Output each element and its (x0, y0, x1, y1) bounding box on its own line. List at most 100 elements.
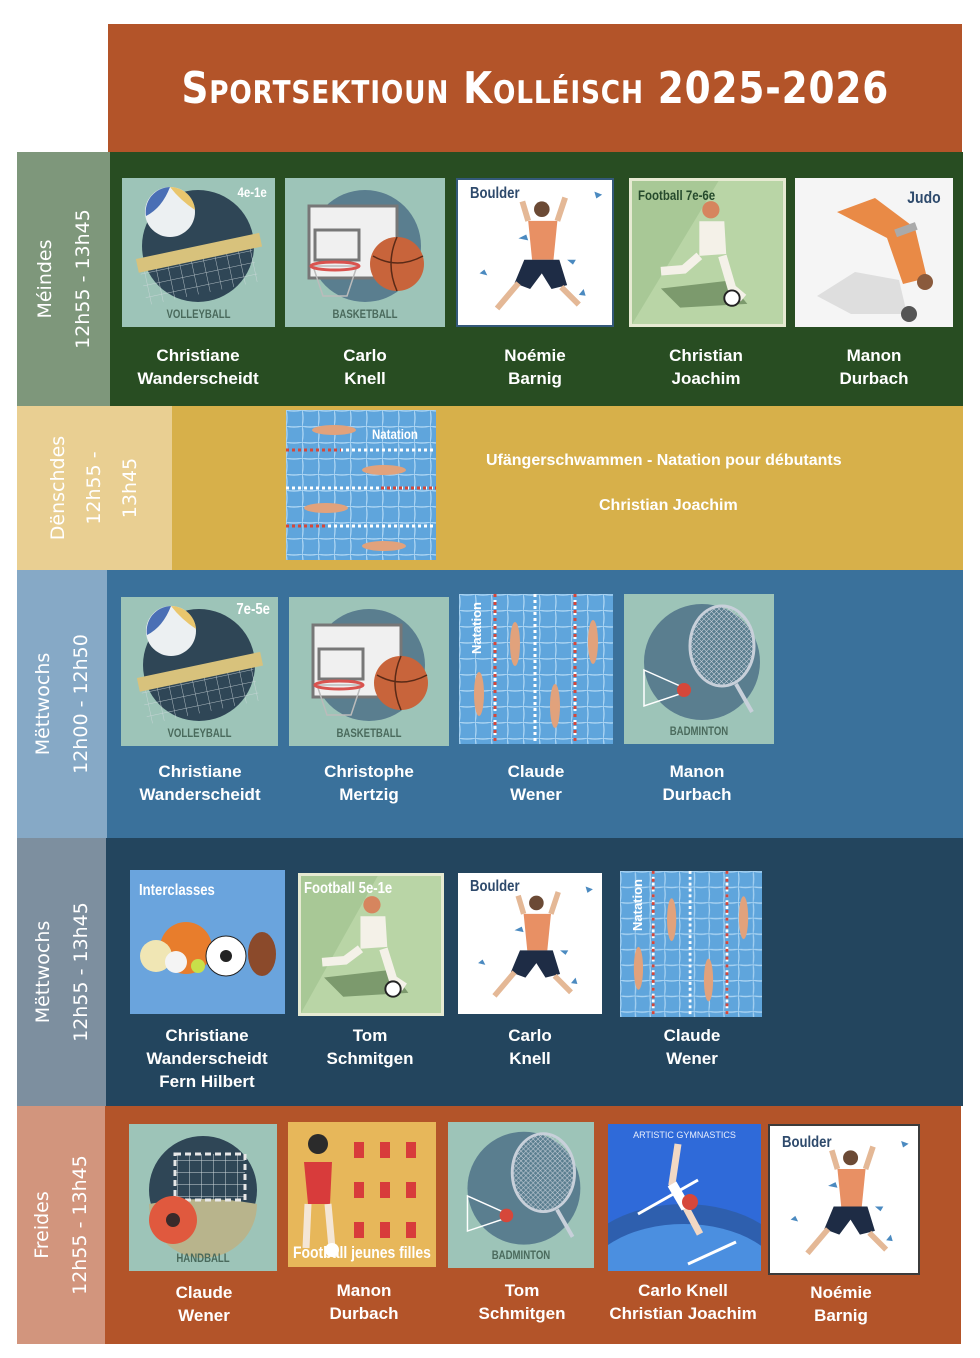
activity-tile-gymnastics[interactable]: ARTISTIC GYMNASTICS (608, 1124, 761, 1271)
badminton-icon (466, 1131, 581, 1245)
coach-line: Noémie (504, 346, 566, 365)
coach-line: Christiane (165, 1026, 249, 1045)
day-label: Mëttwochs (32, 652, 55, 756)
coach-line: Carlo (508, 1026, 552, 1045)
activities-panel: Interclasses Christiane Wanderscheidt Fe… (106, 838, 963, 1106)
coach-line: Schmitgen (326, 1049, 414, 1068)
activity-tile-swimming[interactable]: Natation (620, 871, 762, 1017)
activity-tag: Football 5e-1e (304, 880, 393, 897)
activity-tag: ARTISTIC GYMNASTICS (633, 1130, 736, 1140)
time-label: 12h55 - (83, 451, 106, 525)
activities-panel: Natation Ufängerschwammen - Natation pou… (172, 406, 963, 570)
activity-tile-swimming[interactable]: Natation (286, 410, 436, 560)
day-cell: Mëttwochs 12h55 - 13h45 (17, 838, 106, 1106)
day-label: Dënschdes (47, 435, 70, 541)
day-label: Freides (31, 1191, 54, 1259)
coach-name: Christiane Wanderscheidt (139, 760, 260, 806)
coach-line: Mertzig (339, 785, 399, 804)
activities-panel: 4e-1e VOLLEYBALL Christiane Wanderscheid… (110, 152, 963, 406)
coach-name: Carlo Knell (343, 344, 386, 390)
activity-tile-badminton[interactable]: BADMINTON (624, 594, 774, 744)
coach-name: Manon Durbach (840, 344, 909, 390)
coach-line: Claude (507, 762, 565, 781)
coach-line: Barnig (814, 1306, 868, 1325)
coach-line: Noémie (810, 1283, 872, 1302)
coach-line: Wener (178, 1306, 230, 1325)
schedule-row-monday: Méindes 12h55 - 13h45 4e-1e VOLLEYBALL C… (17, 152, 963, 406)
activity-tag: Natation (630, 879, 645, 931)
coach-name: Manon Durbach (330, 1279, 399, 1325)
day-cell: Méindes 12h55 - 13h45 (17, 152, 110, 406)
swimming-icon (620, 871, 762, 1017)
activity-tile-boulder[interactable]: Boulder (768, 1124, 920, 1275)
schedule-row-wednesday-early: Mëttwochs 12h00 - 12h50 7e-5e VOLLEYBALL… (17, 570, 963, 838)
activities-panel: HANDBALL Claude Wener Football jeunes fi… (105, 1106, 961, 1344)
activity-tile-interclasses[interactable]: Interclasses (130, 870, 285, 1014)
level-tag: 4e-1e (237, 184, 267, 200)
activity-title: Ufängerschwammen - Natation pour débutan… (486, 452, 842, 469)
badminton-icon (643, 604, 760, 720)
coach-line: Carlo Knell (638, 1281, 728, 1300)
activity-tag: Boulder (470, 185, 520, 202)
coach-line: Knell (509, 1049, 551, 1068)
time-label: 12h55 - 13h45 (69, 1155, 92, 1295)
time-label: 13h45 (119, 457, 142, 519)
volleyball-icon (135, 186, 263, 306)
coach-line: Christian Joachim (609, 1304, 757, 1323)
sport-label: VOLLEYBALL (167, 726, 232, 740)
activity-tile-girls-football[interactable]: Football jeunes filles (288, 1122, 436, 1267)
activity-tile-volleyball[interactable]: 4e-1e VOLLEYBALL (122, 178, 275, 327)
activity-tile-boulder[interactable]: Boulder (458, 873, 602, 1014)
title-banner: Sportsektioun Kolléisch 2025-2026 (108, 24, 962, 152)
basketball-icon (311, 609, 428, 721)
coach-line: Wener (666, 1049, 718, 1068)
coach-name: Christiane Wanderscheidt (137, 344, 258, 390)
coach-line: Barnig (508, 369, 562, 388)
coach-line: Durbach (329, 1304, 399, 1323)
day-cell: Dënschdes 12h55 - 13h45 (17, 406, 172, 570)
girls-football-icon (302, 1134, 416, 1257)
coach-line: Durbach (662, 785, 732, 804)
activity-tag: Football 7e-6e (638, 187, 716, 203)
climbing-icon (479, 191, 603, 311)
balls-icon (140, 922, 276, 977)
coach-line: Durbach (839, 369, 909, 388)
coach-name: Manon Durbach (663, 760, 732, 806)
activity-tile-handball[interactable]: HANDBALL (129, 1124, 277, 1271)
day-cell: Mëttwochs 12h00 - 12h50 (17, 570, 107, 838)
activity-tile-judo[interactable]: Judo (795, 178, 953, 327)
activities-panel: 7e-5e VOLLEYBALL Christiane Wanderscheid… (107, 570, 963, 838)
time-label: 12h55 - 13h45 (69, 902, 92, 1042)
activity-tile-volleyball[interactable]: 7e-5e VOLLEYBALL (121, 597, 278, 746)
coach-line: Wener (510, 785, 562, 804)
activity-tag: Interclasses (139, 882, 215, 899)
gymnastics-icon (608, 1143, 761, 1271)
activity-tile-boulder[interactable]: Boulder (456, 178, 614, 327)
sport-label: HANDBALL (176, 1251, 230, 1265)
day-label: Mëttwochs (31, 920, 54, 1024)
sport-label: BASKETBALL (336, 726, 402, 740)
coach-line: Christiane (158, 762, 242, 781)
activity-tag: Judo (907, 188, 941, 207)
sport-label: BADMINTON (669, 724, 729, 738)
schedule-row-wednesday-late: Mëttwochs 12h55 - 13h45 Interclasses Chr… (17, 838, 963, 1106)
activity-tile-football[interactable]: Football 7e-6e (629, 178, 786, 327)
activity-tile-swimming[interactable]: Natation (459, 594, 613, 744)
activity-tile-basketball[interactable]: BASKETBALL (289, 597, 449, 746)
coach-line: Tom (352, 1026, 388, 1045)
activity-tag: Boulder (470, 878, 520, 895)
handball-icon (149, 1136, 257, 1258)
activity-tile-football[interactable]: Football 5e-1e (298, 873, 444, 1016)
volleyball-icon (136, 605, 264, 725)
climbing-icon (790, 1140, 909, 1256)
sport-label: VOLLEYBALL (166, 307, 231, 321)
activity-tile-badminton[interactable]: BADMINTON (448, 1122, 594, 1268)
coach-line: Wanderscheidt (139, 785, 261, 804)
coach-name: Tom Schmitgen (327, 1024, 414, 1070)
activity-tag: Football jeunes filles (293, 1243, 431, 1262)
football-icon (301, 876, 441, 1013)
coach-line: Manon (336, 1281, 392, 1300)
activity-tile-basketball[interactable]: BASKETBALL (285, 178, 445, 327)
coach-name: Christian Joachim (669, 344, 743, 390)
coach-name: Christophe Mertzig (324, 760, 414, 806)
